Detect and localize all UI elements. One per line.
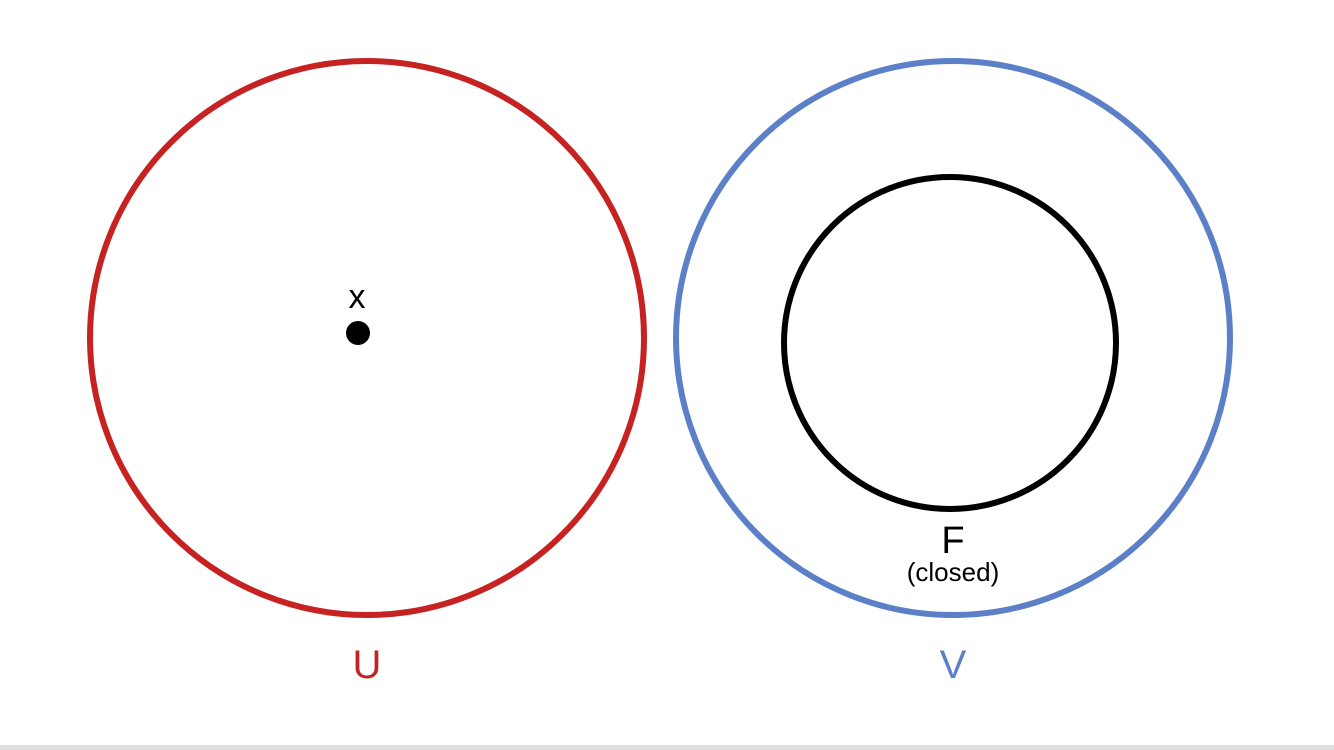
set-u-label: U [353, 643, 382, 687]
set-u-boundary [87, 58, 647, 618]
set-f-label: F [941, 520, 964, 562]
set-f: F (closed) [781, 174, 1119, 587]
bottom-divider [0, 745, 1334, 750]
point-x-label: x [349, 278, 366, 316]
point-x-marker [346, 321, 370, 345]
set-f-boundary [781, 174, 1119, 512]
set-u: x U [87, 58, 647, 687]
set-f-note: (closed) [907, 557, 999, 587]
set-v-boundary [673, 58, 1233, 618]
set-v-label: V [940, 643, 967, 687]
set-v: F (closed) V [673, 58, 1233, 687]
